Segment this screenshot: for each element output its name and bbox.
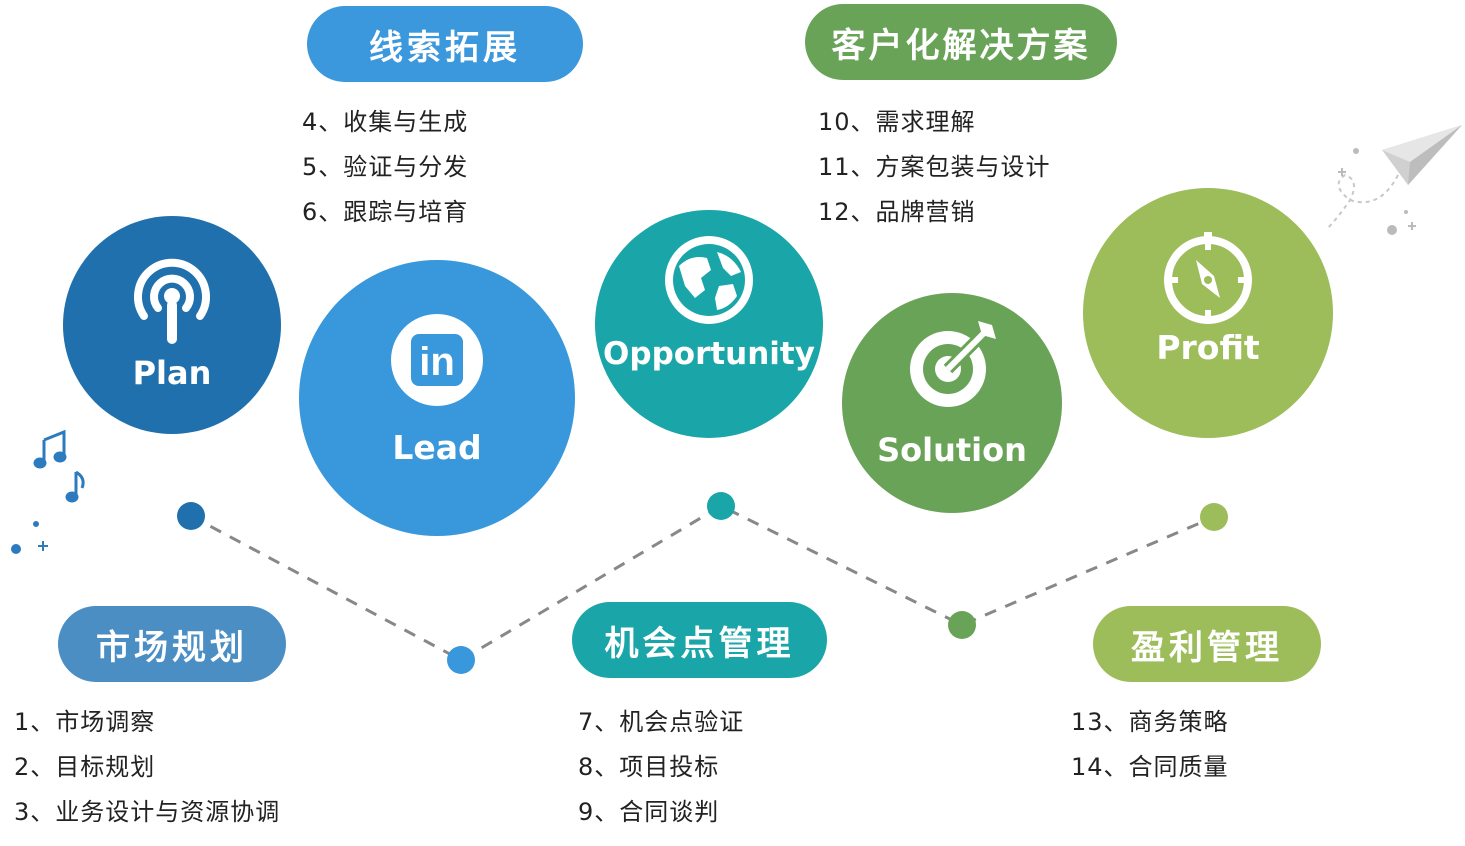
category-title-profit: 盈利管理 <box>1093 606 1321 682</box>
svg-text:in: in <box>419 340 455 384</box>
list-item: 11、方案包装与设计 <box>818 153 1051 181</box>
timeline-dot-solution <box>948 611 976 639</box>
stage-solution: Solution <box>842 293 1062 513</box>
list-item: 5、验证与分发 <box>302 153 469 181</box>
category-title-lead: 线索拓展 <box>307 6 583 82</box>
category-title-market: 市场规划 <box>58 606 286 682</box>
linkedin-icon: in <box>391 314 483 406</box>
stage-lead: in Lead <box>299 260 575 536</box>
list-item: 2、目标规划 <box>14 753 156 781</box>
list-item: 4、收集与生成 <box>302 108 469 136</box>
category-title-solution: 客户化解决方案 <box>805 4 1117 80</box>
timeline-dot-lead <box>447 646 475 674</box>
stage-label: Plan <box>132 354 212 392</box>
list-item: 1、市场调察 <box>14 708 156 736</box>
stage-profit: Profit <box>1083 188 1333 438</box>
stage-label: Profit <box>1156 328 1260 367</box>
category-list-market: 1、市场调察 2、目标规划 3、业务设计与资源协调 <box>14 700 280 835</box>
target-icon <box>910 321 996 407</box>
stage-label: Solution <box>877 431 1027 469</box>
timeline-dot-profit <box>1200 503 1228 531</box>
globe-icon <box>665 236 753 324</box>
compass-icon <box>1164 232 1252 324</box>
list-item: 12、品牌营销 <box>818 198 976 226</box>
category-list-lead: 4、收集与生成 5、验证与分发 6、跟踪与培育 <box>302 100 468 235</box>
list-item: 13、商务策略 <box>1071 708 1229 736</box>
list-item: 8、项目投标 <box>578 753 720 781</box>
list-item: 3、业务设计与资源协调 <box>14 798 281 826</box>
stage-plan: Plan <box>63 216 281 434</box>
category-list-profit: 13、商务策略 14、合同质量 <box>1071 700 1229 790</box>
stage-label: Opportunity <box>603 336 815 372</box>
timeline-dot-plan <box>177 502 205 530</box>
list-item: 9、合同谈判 <box>578 798 720 826</box>
timeline-dot-opportunity <box>707 492 735 520</box>
stage-opportunity: Opportunity <box>595 210 823 438</box>
category-list-opportunity: 7、机会点验证 8、项目投标 9、合同谈判 <box>578 700 744 835</box>
list-item: 6、跟踪与培育 <box>302 198 469 226</box>
category-title-opportunity: 机会点管理 <box>572 602 827 678</box>
stage-label: Lead <box>392 428 482 467</box>
list-item: 7、机会点验证 <box>578 708 745 736</box>
list-item: 10、需求理解 <box>818 108 976 136</box>
broadcast-icon <box>134 258 210 344</box>
list-item: 14、合同质量 <box>1071 753 1229 781</box>
category-list-solution: 10、需求理解 11、方案包装与设计 12、品牌营销 <box>818 100 1051 235</box>
